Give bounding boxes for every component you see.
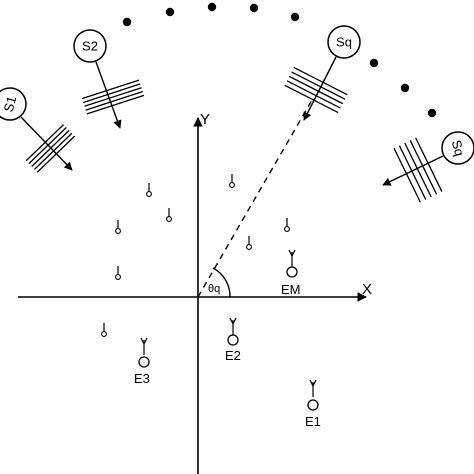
angle-arc [212, 267, 231, 298]
source-sq-right-ray [382, 155, 444, 186]
small-sensors [101, 174, 290, 337]
element-e3-label: E3 [134, 371, 150, 386]
arc-dot [249, 3, 259, 13]
sensor-element [284, 218, 290, 232]
element-e1-circle [307, 399, 319, 411]
source-sq-right: Sq [382, 131, 474, 203]
arc-dot [427, 108, 437, 118]
source-sq: Sq [284, 25, 361, 121]
source-s2-wavefront [81, 79, 145, 115]
source-s2-circle [73, 29, 107, 63]
element-em-label: EM [281, 282, 301, 297]
arc-dot [207, 2, 217, 12]
element-e1-label: E1 [305, 414, 321, 429]
element-e3-circle [138, 356, 150, 368]
element-e3: E3 [134, 337, 150, 386]
source-s1-ray [20, 116, 73, 171]
source-sq-wavefront [284, 66, 348, 114]
source-sq-right-wavefront [393, 137, 443, 203]
element-em: EM [281, 249, 301, 297]
source-s2: S2 [73, 29, 145, 129]
element-e2: E2 [225, 317, 241, 363]
y-axis-label: Y [200, 111, 210, 128]
sensor-element [115, 220, 121, 234]
arc-dot [122, 17, 132, 27]
source-s2-label: S2 [82, 39, 98, 54]
source-sq-ray [303, 56, 337, 121]
source-sq-right-circle [441, 131, 474, 165]
propagation-path-dashed [197, 99, 313, 298]
angle-label: θq [208, 283, 220, 295]
arc-dot [165, 7, 175, 17]
x-axis-label: X [362, 281, 372, 298]
element-e2-circle [227, 334, 239, 346]
arc-dot [369, 58, 379, 68]
sensor-element [229, 174, 235, 188]
source-sq-circle [327, 25, 361, 59]
source-s1-wavefront [25, 124, 76, 173]
source-arc-dots [122, 2, 437, 118]
arc-dot [400, 83, 410, 93]
source-s1: S1 [0, 87, 76, 173]
sensor-element [246, 236, 252, 250]
source-sq-label: Sq [336, 35, 352, 50]
element-e1: E1 [305, 379, 321, 429]
sensor-element [146, 183, 152, 197]
element-e2-label: E2 [225, 348, 241, 363]
element-em-circle [286, 266, 298, 278]
sensor-element [101, 323, 107, 337]
angle-indicator: θq [208, 267, 231, 298]
source-s1-circle [0, 87, 27, 121]
arc-dot [290, 12, 300, 22]
source-s1-label: S1 [1, 94, 20, 113]
source-sq-right-label: Sq [449, 138, 468, 157]
sensor-element [115, 266, 121, 280]
sensor-element [166, 208, 172, 222]
